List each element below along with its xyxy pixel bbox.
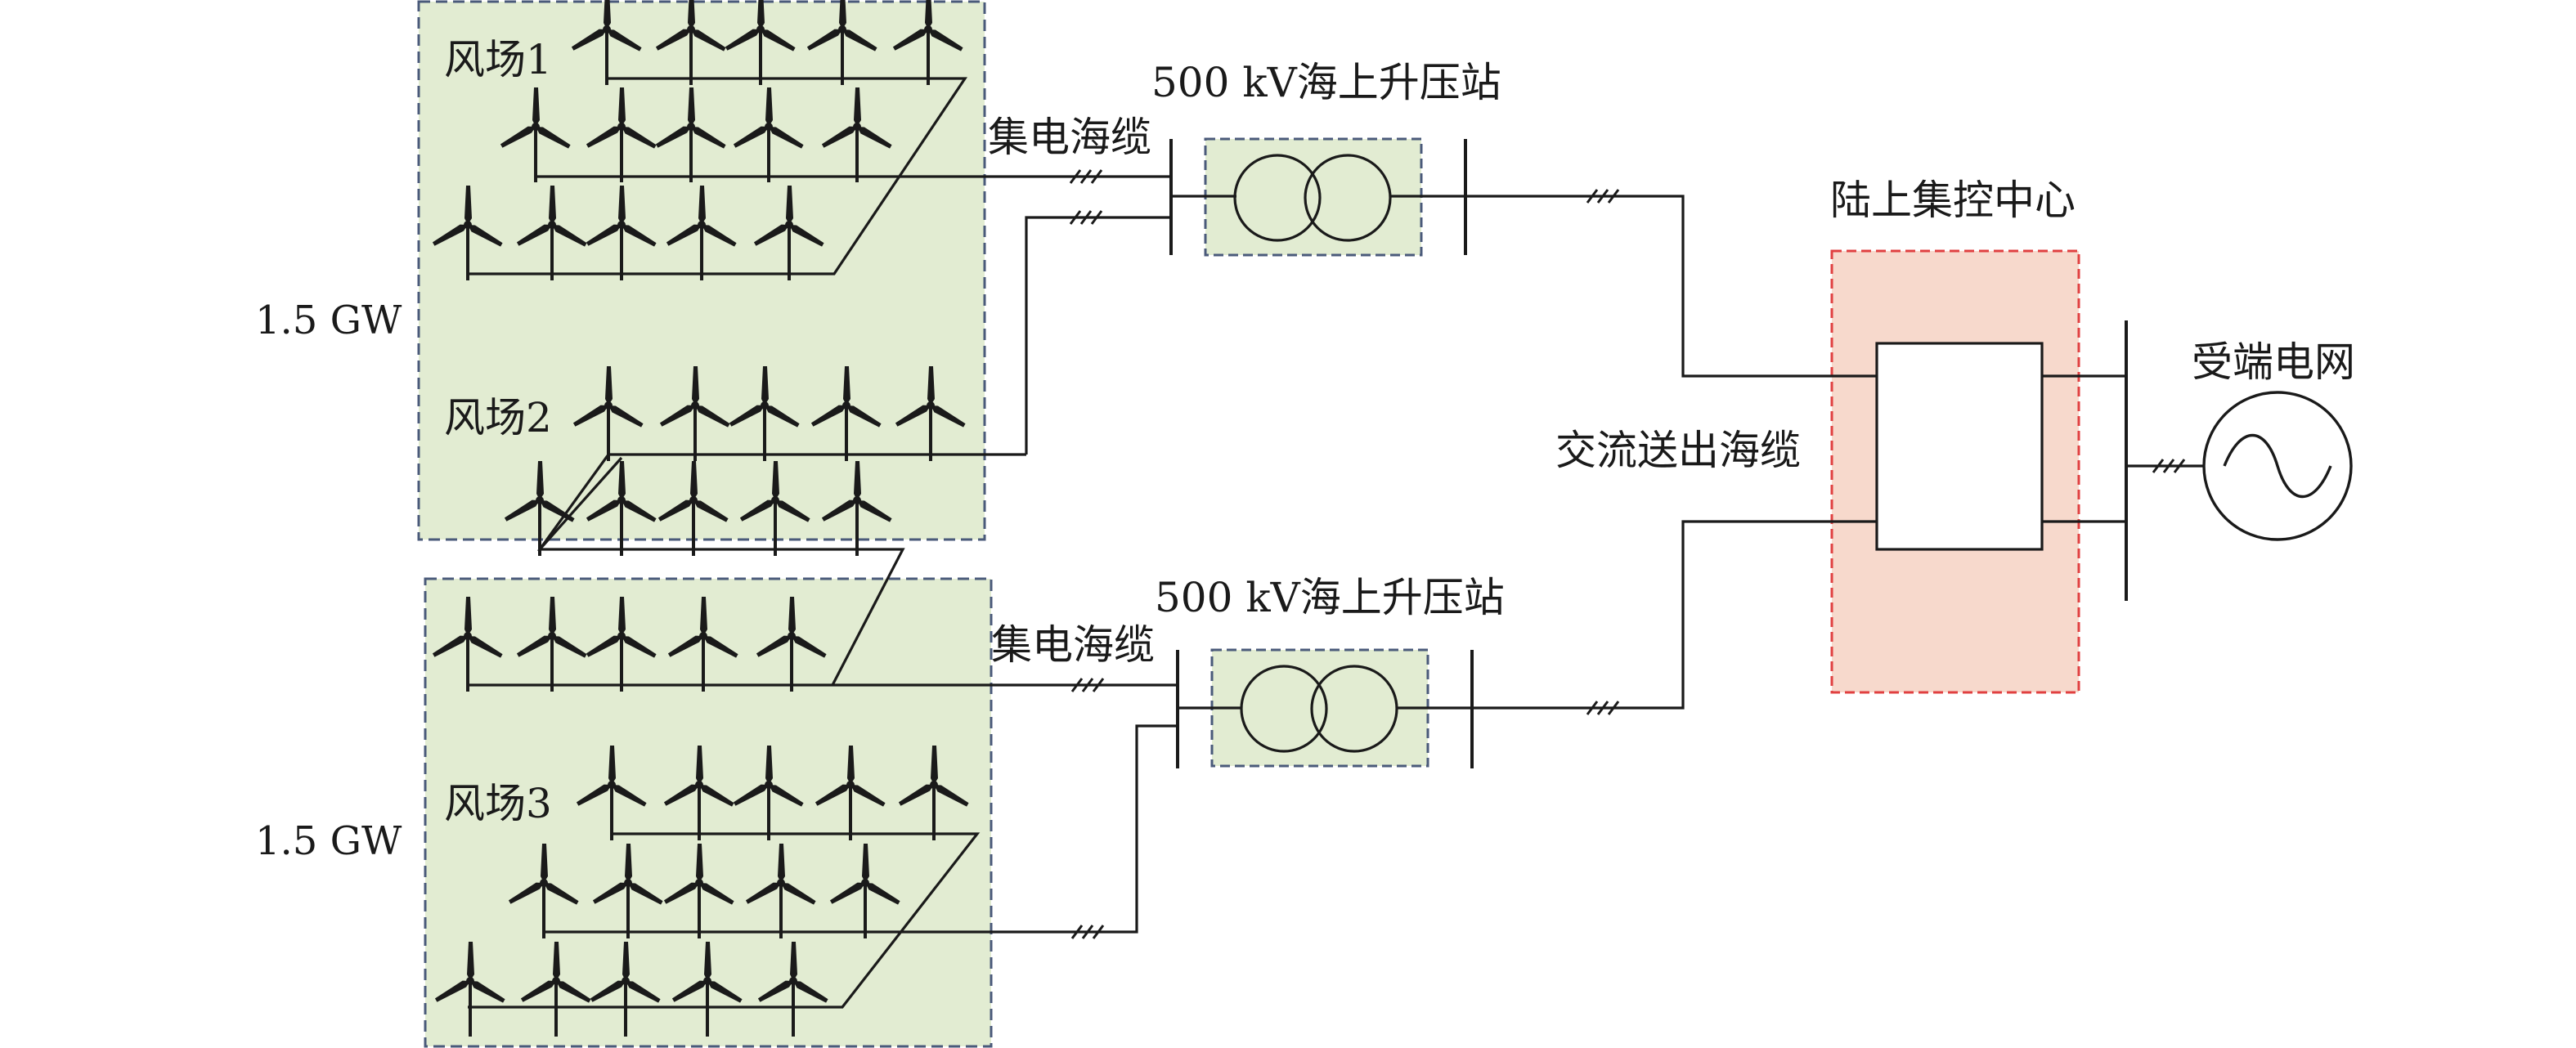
substation-1 [1169, 139, 1467, 255]
collector-cable-label-1: 集电海缆 [988, 114, 1151, 161]
substation-1-label: 500 kV海上升压站 [1151, 59, 1501, 106]
capacity-label-lower: 1.5 GW [255, 818, 402, 864]
farm-1-label: 风场1 [444, 36, 552, 83]
control-center-label: 陆上集控中心 [1830, 177, 2076, 224]
farm-2-label: 风场2 [444, 394, 552, 441]
receiving-grid [2125, 320, 2353, 601]
control-center [1875, 342, 2126, 551]
substation-box-2 [1210, 648, 1429, 768]
substation-2 [1176, 650, 1474, 768]
grid-label: 受端电网 [2192, 338, 2355, 386]
ac-export-cable-label: 交流送出海缆 [1555, 427, 1801, 474]
capacity-label-upper: 1.5 GW [255, 298, 402, 343]
cable-markers-collector [1069, 168, 1105, 940]
substation-2-label: 500 kV海上升压站 [1155, 574, 1505, 621]
collector-cable-label-2: 集电海缆 [991, 621, 1155, 669]
ac-export-cables [1465, 188, 1877, 716]
farm-3-label: 风场3 [444, 780, 552, 827]
